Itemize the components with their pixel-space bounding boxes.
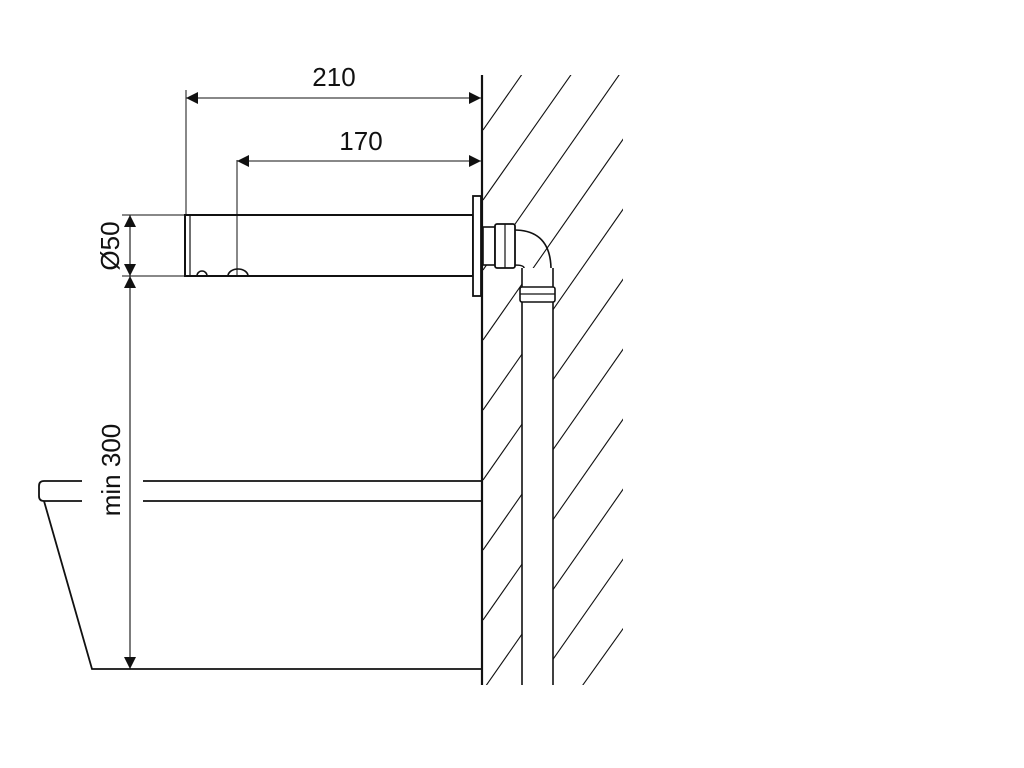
dimension-label-210: 210	[312, 62, 355, 92]
spout	[184, 195, 516, 297]
basin	[38, 480, 482, 670]
basin-rim-back	[143, 480, 482, 502]
dimension-210: 210	[185, 62, 481, 215]
wall	[480, 75, 623, 685]
dimension-min-height: min 300	[96, 276, 136, 669]
dimension-170: 170	[236, 126, 481, 276]
connector-stub	[482, 226, 496, 266]
wall-hatching	[483, 75, 623, 685]
dimension-label-170: 170	[339, 126, 382, 156]
dimension-label-diameter: Ø50	[95, 221, 125, 270]
aerator-outlet	[196, 270, 208, 277]
basin-rim-front	[38, 480, 82, 502]
supply-pipe	[513, 229, 556, 685]
spout-body	[184, 214, 474, 277]
basin-bowl	[43, 500, 482, 670]
dimension-label-min-height: min 300	[96, 424, 126, 517]
sensor-window	[227, 268, 249, 277]
pipe-elbow	[513, 229, 552, 269]
dimension-diameter: Ø50	[95, 214, 185, 277]
wall-flange	[472, 195, 482, 297]
